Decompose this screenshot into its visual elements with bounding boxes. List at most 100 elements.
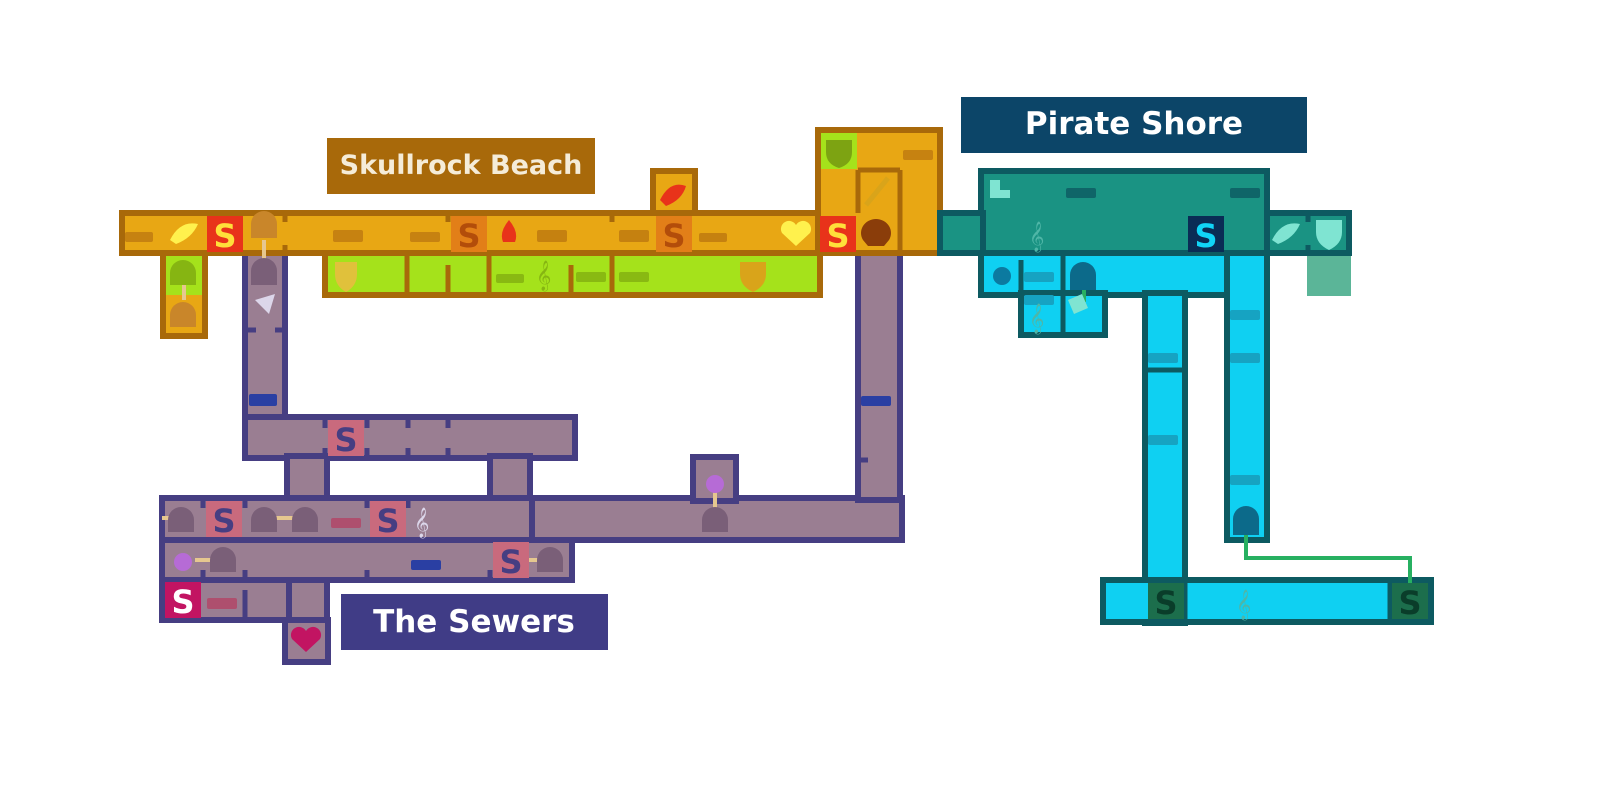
save-point[interactable]: S bbox=[328, 420, 364, 459]
save-point[interactable]: S bbox=[1392, 583, 1428, 622]
chest-icon[interactable] bbox=[1148, 435, 1178, 445]
chest-icon[interactable] bbox=[207, 598, 237, 609]
scroll-icon[interactable]: 𝄞 bbox=[1029, 303, 1044, 335]
save-point[interactable]: S bbox=[656, 216, 692, 255]
chest-icon[interactable] bbox=[1230, 475, 1260, 485]
chest-icon[interactable] bbox=[1230, 310, 1260, 320]
heart-icon[interactable] bbox=[780, 220, 812, 246]
door-icon[interactable] bbox=[210, 547, 236, 572]
chest-icon[interactable] bbox=[903, 150, 933, 160]
chest-icon[interactable] bbox=[861, 396, 891, 406]
save-points: S S S S S S S S S S S S bbox=[165, 216, 1428, 622]
chest-icon[interactable] bbox=[1024, 295, 1054, 305]
svg-text:S: S bbox=[1154, 584, 1177, 622]
shore-room bbox=[1224, 250, 1270, 543]
door-icon[interactable] bbox=[251, 211, 277, 238]
svg-text:S: S bbox=[662, 217, 685, 255]
shield-icon[interactable] bbox=[1316, 220, 1342, 250]
skull-icon[interactable] bbox=[861, 219, 891, 246]
door-icon[interactable] bbox=[292, 507, 318, 532]
area-label-sewers: The Sewers bbox=[341, 594, 608, 650]
svg-text:S: S bbox=[1194, 217, 1217, 255]
door-icon[interactable] bbox=[1233, 506, 1259, 535]
svg-text:S: S bbox=[171, 583, 194, 621]
door-icon[interactable] bbox=[251, 258, 277, 285]
shore-room bbox=[937, 210, 986, 256]
chest-icon[interactable] bbox=[619, 230, 649, 242]
chest-icon[interactable] bbox=[333, 230, 363, 242]
svg-text:Skullrock Beach: Skullrock Beach bbox=[340, 150, 583, 181]
chest-icon[interactable] bbox=[331, 518, 361, 528]
chest-icon[interactable] bbox=[619, 272, 649, 282]
save-point[interactable]: S bbox=[451, 216, 487, 255]
door-icon[interactable] bbox=[1070, 262, 1096, 290]
door-icon[interactable] bbox=[251, 507, 277, 532]
crest-icon[interactable] bbox=[826, 140, 852, 168]
door-icon[interactable] bbox=[168, 507, 194, 532]
area-label-pirate-shore: Pirate Shore bbox=[961, 97, 1307, 153]
save-point[interactable]: S bbox=[1148, 583, 1184, 622]
door-icon[interactable] bbox=[170, 302, 196, 327]
heart-icon[interactable] bbox=[290, 626, 322, 652]
chest-icon[interactable] bbox=[699, 233, 727, 242]
save-point[interactable]: S bbox=[206, 501, 242, 540]
svg-text:S: S bbox=[1398, 584, 1421, 622]
shore-room bbox=[978, 168, 1270, 256]
chest-icon[interactable] bbox=[125, 232, 153, 242]
save-point[interactable]: S bbox=[1188, 216, 1224, 255]
sewers-dividers bbox=[162, 327, 868, 620]
scroll-icon[interactable]: 𝄞 bbox=[414, 507, 429, 539]
svg-text:S: S bbox=[334, 421, 357, 459]
scroll-icon[interactable]: 𝄞 bbox=[1029, 221, 1044, 253]
door-icon[interactable] bbox=[170, 260, 196, 285]
svg-text:S: S bbox=[457, 217, 480, 255]
svg-text:S: S bbox=[212, 502, 235, 540]
chest-icon[interactable] bbox=[496, 274, 524, 283]
boot-icon[interactable] bbox=[1068, 294, 1088, 314]
chest-icon[interactable] bbox=[411, 560, 441, 570]
chest-icon[interactable] bbox=[1148, 353, 1178, 363]
chest-icon[interactable] bbox=[537, 230, 567, 242]
save-point[interactable]: S bbox=[370, 501, 406, 540]
scroll-icon[interactable]: 𝄞 bbox=[1236, 589, 1251, 621]
potion-icon[interactable] bbox=[501, 220, 517, 242]
key-icon[interactable] bbox=[255, 294, 275, 314]
scroll-icon[interactable]: 𝄞 bbox=[536, 260, 551, 292]
door-icon[interactable] bbox=[702, 507, 728, 532]
chest-icon[interactable] bbox=[576, 272, 606, 282]
crest-icon[interactable] bbox=[740, 262, 766, 292]
chest-icon[interactable] bbox=[1230, 188, 1260, 198]
feather-icon[interactable] bbox=[170, 223, 198, 244]
svg-text:Pirate Shore: Pirate Shore bbox=[1025, 106, 1243, 142]
feather-icon[interactable] bbox=[1272, 223, 1300, 244]
boot-icon[interactable] bbox=[990, 180, 1010, 198]
svg-text:S: S bbox=[826, 217, 849, 255]
potion-icon[interactable] bbox=[706, 475, 724, 493]
chest-icon[interactable] bbox=[410, 232, 440, 242]
chest-icon[interactable] bbox=[1066, 188, 1096, 198]
chest-icon[interactable] bbox=[249, 394, 277, 406]
warp-connector bbox=[1244, 535, 1412, 600]
shore-room bbox=[1142, 290, 1188, 626]
svg-text:S: S bbox=[499, 543, 522, 581]
chest-icon[interactable] bbox=[1024, 272, 1054, 282]
save-point[interactable]: S bbox=[820, 216, 856, 255]
svg-text:S: S bbox=[213, 217, 236, 255]
sword-icon[interactable] bbox=[864, 176, 890, 207]
save-point[interactable]: S bbox=[207, 216, 243, 255]
potion-icon[interactable] bbox=[174, 553, 192, 571]
chest-icon[interactable] bbox=[1230, 353, 1260, 363]
svg-text:The Sewers: The Sewers bbox=[373, 604, 575, 640]
area-label-skullrock: Skullrock Beach bbox=[327, 138, 595, 194]
shield-icon[interactable] bbox=[335, 262, 357, 292]
save-point[interactable]: S bbox=[165, 582, 201, 621]
feather-icon[interactable] bbox=[660, 184, 686, 206]
map-icons: 𝄞 𝄞 𝄞 𝄞 𝄞 bbox=[125, 140, 1342, 652]
shore-region bbox=[937, 168, 1434, 626]
shore-room bbox=[1307, 256, 1351, 296]
potion-icon[interactable] bbox=[993, 267, 1011, 285]
door-icon[interactable] bbox=[537, 547, 563, 572]
svg-text:S: S bbox=[376, 502, 399, 540]
save-point[interactable]: S bbox=[493, 542, 529, 581]
